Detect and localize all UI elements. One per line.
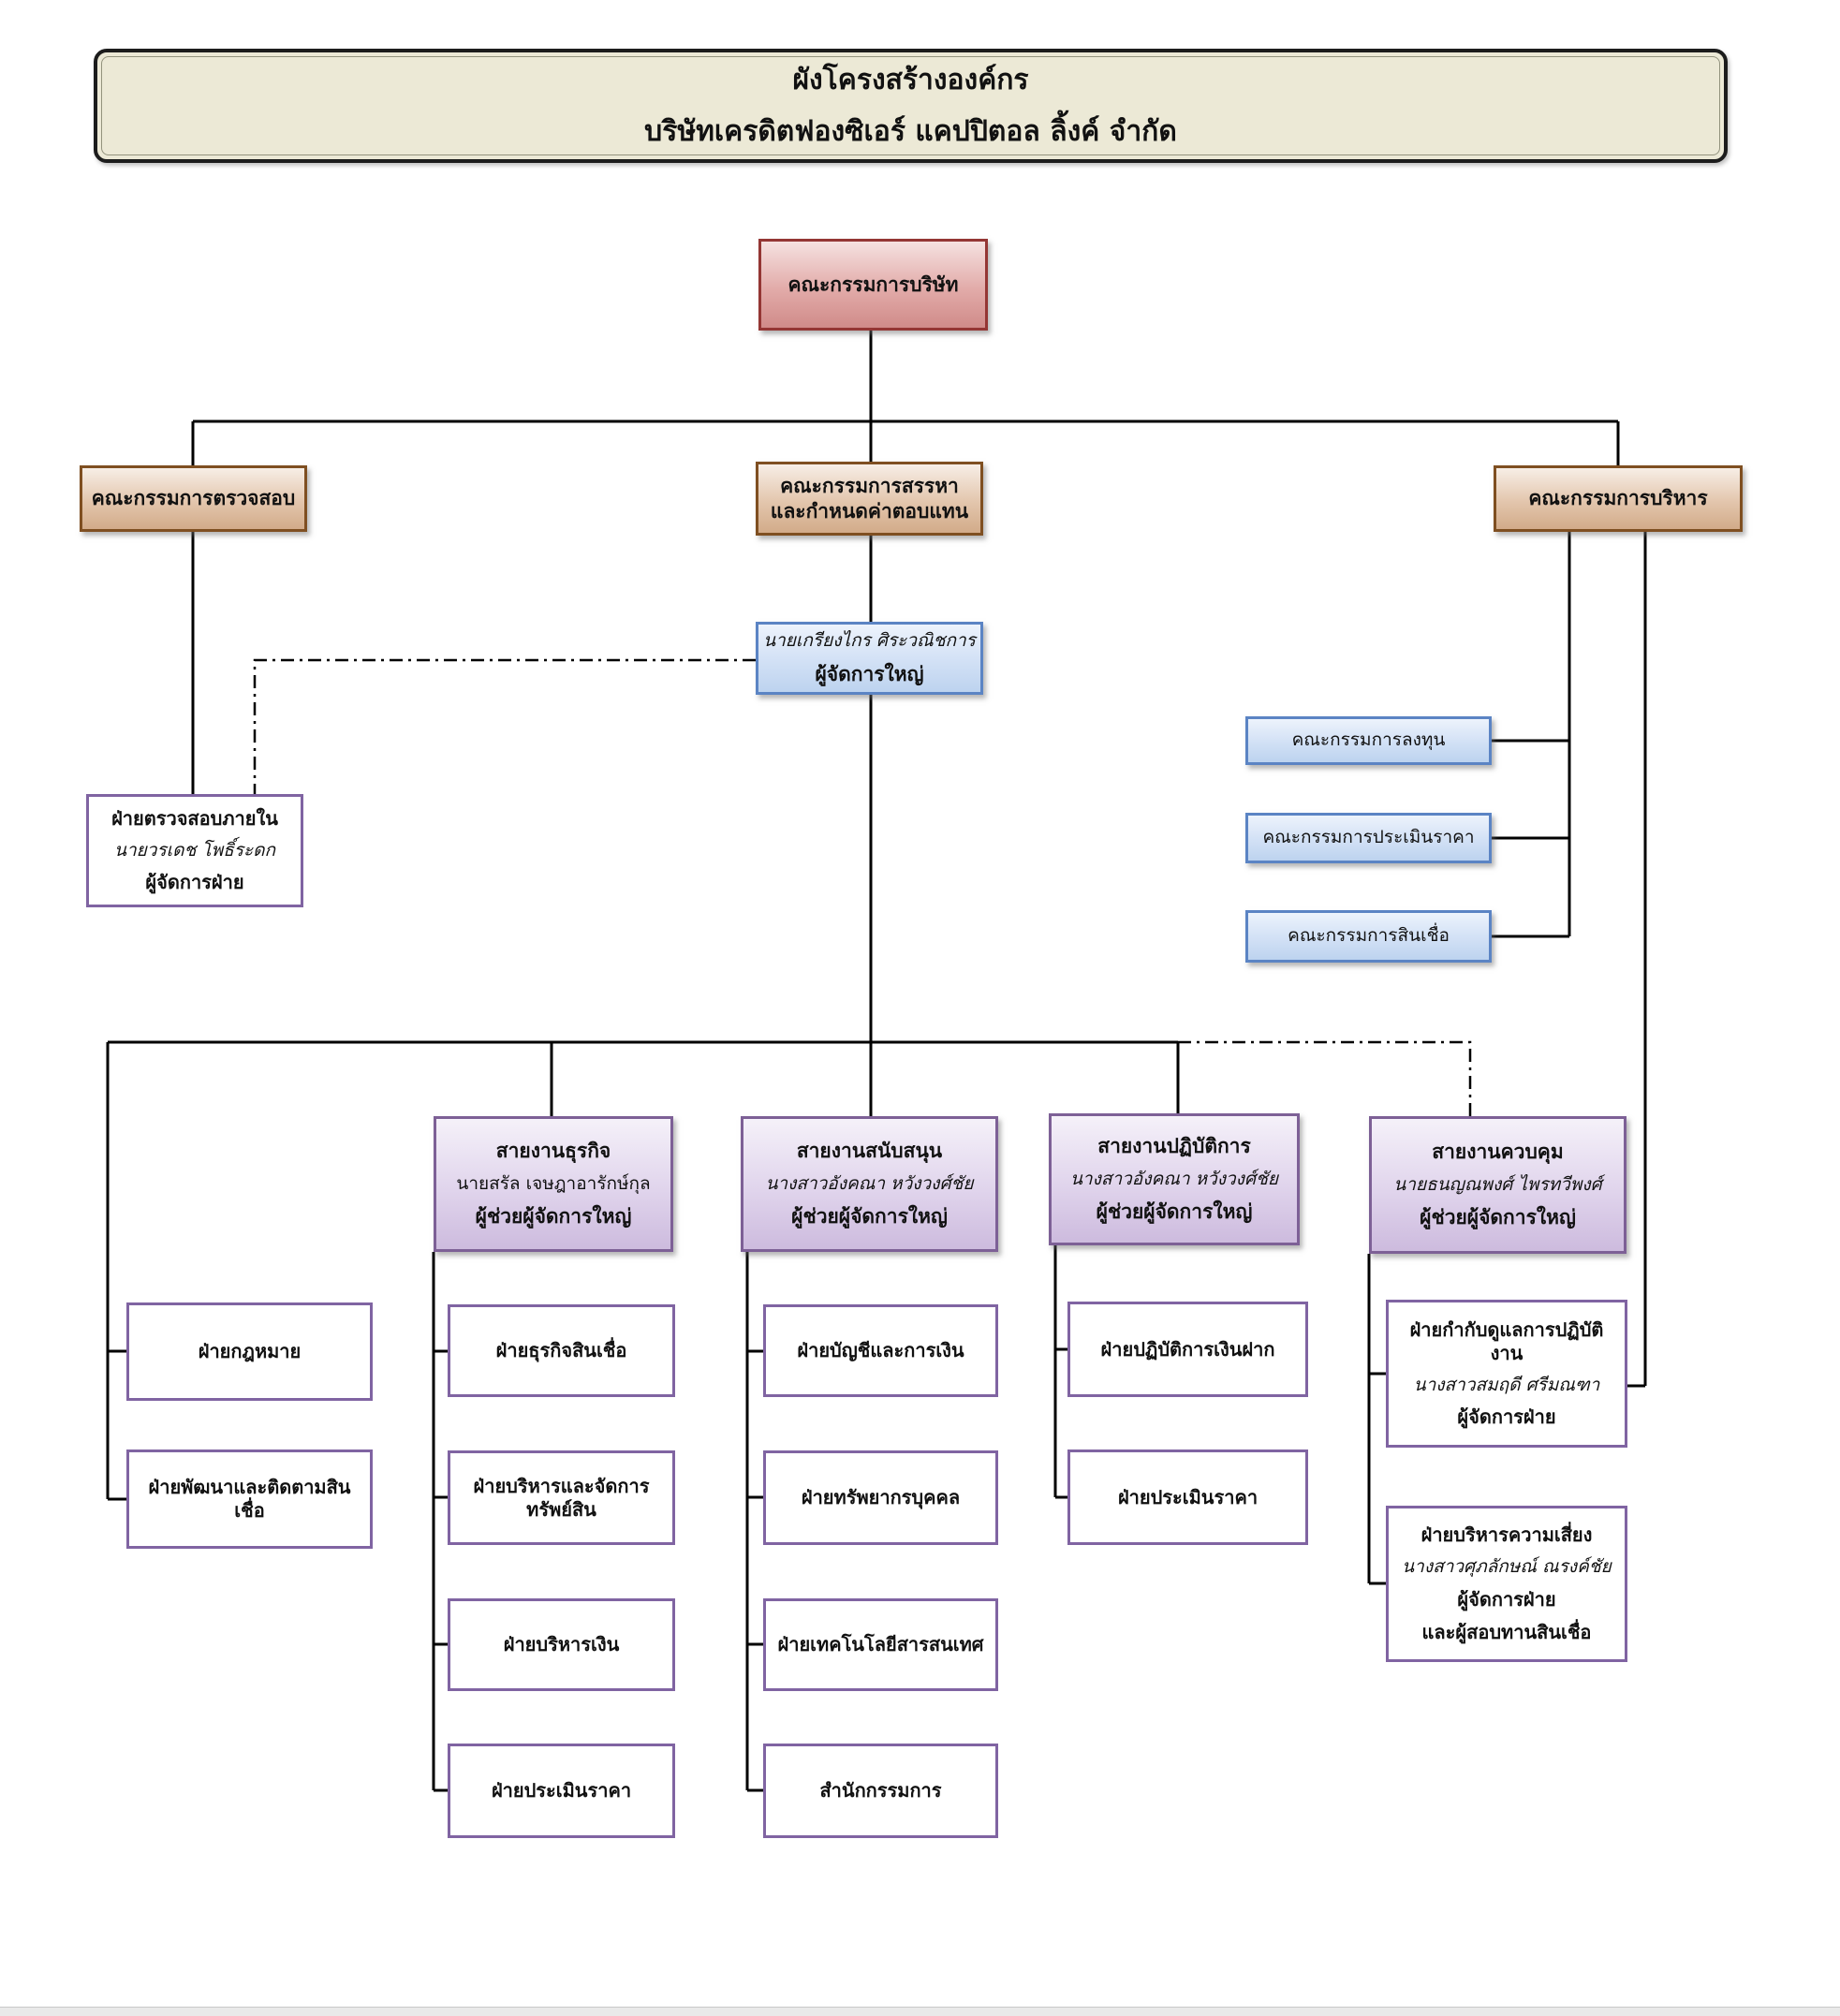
node-label: คณะกรรมการบริหาร	[1528, 487, 1708, 510]
node-label-line2: และกำหนดค่าตอบแทน	[770, 499, 969, 522]
node-label: สำนักกรรมการ	[819, 1779, 942, 1802]
node-label: ฝ่ายประเมินราคา	[1117, 1485, 1259, 1508]
person-name: นายธนญณพงศ์ ไพรทวีพงศ์	[1393, 1173, 1602, 1195]
node-label: ฝ่ายทรัพยากรบุคคล	[801, 1486, 961, 1508]
node-label: คณะกรรมการตรวจสอบ	[91, 487, 296, 510]
node-control-division: สายงานควบคุม นายธนญณพงศ์ ไพรทวีพงศ์ ผู้ช…	[1369, 1116, 1627, 1254]
node-label-line1: ฝ่ายบริหารและจัดการ	[473, 1474, 650, 1497]
node-label-line1: คณะกรรมการสรรหา	[780, 475, 959, 498]
chart-title-inner: ผังโครงสร้างองค์กร บริษัทเครดิตฟองซิเอร์…	[101, 56, 1720, 155]
node-credit-development-dept: ฝ่ายพัฒนาและติดตามสินเชื่อ	[126, 1449, 373, 1549]
node-label: คณะกรรมการบริษัท	[788, 272, 959, 296]
node-risk-management-dept: ฝ่ายบริหารความเสี่ยง นางสาวศุภลักษณ์ ณรง…	[1386, 1506, 1627, 1662]
person-name: นางสาวอังคณา หวังวงศ์ชัย	[1069, 1168, 1279, 1189]
page-bottom-edge	[0, 2007, 1840, 2016]
person-name: นายวรเดช โพธิ์ระดก	[113, 839, 275, 861]
dept-name: สายงานปฏิบัติการ	[1097, 1135, 1251, 1158]
node-label: ฝ่ายเทคโนโลยีสารสนเทศ	[777, 1633, 984, 1655]
node-compliance-dept: ฝ่ายกำกับดูแลการปฏิบัติงาน นางสาวสมฤดี ศ…	[1386, 1300, 1627, 1448]
person-title: ผู้จัดการฝ่าย	[1457, 1405, 1556, 1429]
node-label: ฝ่ายปฏิบัติการเงินฝาก	[1100, 1337, 1275, 1361]
node-support-division: สายงานสนับสนุน นางสาวอังคณา หวังวงศ์ชัย …	[741, 1116, 998, 1252]
node-label: คณะกรรมการสินเชื่อ	[1288, 925, 1450, 947]
node-label: ฝ่ายกฎหมาย	[198, 1340, 302, 1362]
node-deposit-operations-dept: ฝ่ายปฏิบัติการเงินฝาก	[1067, 1302, 1308, 1397]
dept-name: สายงานควบคุม	[1432, 1140, 1564, 1164]
node-label: ฝ่ายธุรกิจสินเชื่อ	[495, 1339, 627, 1361]
node-nomination-committee: คณะกรรมการสรรหา และกำหนดค่าตอบแทน	[756, 462, 983, 536]
node-executive-committee: คณะกรรมการบริหาร	[1494, 465, 1743, 532]
person-title: ผู้ช่วยผู้จัดการใหญ่	[791, 1205, 948, 1229]
person-title: ผู้ช่วยผู้จัดการใหญ่	[475, 1205, 632, 1229]
person-name: นางสาวสมฤดี ศรีมณฑา	[1413, 1374, 1600, 1395]
dept-name: สายงานธุรกิจ	[495, 1140, 611, 1163]
node-audit-committee: คณะกรรมการตรวจสอบ	[80, 465, 307, 532]
node-credit-business-dept: ฝ่ายธุรกิจสินเชื่อ	[448, 1304, 675, 1397]
node-treasury-dept: ฝ่ายบริหารเงิน	[448, 1598, 675, 1691]
node-label: คณะกรรมการประเมินราคา	[1262, 827, 1475, 848]
node-label: ฝ่ายบัญชีและการเงิน	[797, 1339, 964, 1361]
node-appraisal-dept-business: ฝ่ายประเมินราคา	[448, 1744, 675, 1838]
node-board-office: สำนักกรรมการ	[763, 1744, 998, 1838]
dept-name: สายงานสนับสนุน	[796, 1140, 943, 1163]
person-name: นายสรัล เจษฎาอารักษ์กุล	[456, 1172, 651, 1194]
chart-title-line2: บริษัทเครดิตฟองซิเอร์ แคปปิตอล ลิ้งค์ จำ…	[644, 115, 1177, 148]
person-title: ผู้จัดการใหญ่	[815, 662, 924, 685]
node-business-division: สายงานธุรกิจ นายสรัล เจษฎาอารักษ์กุล ผู้…	[434, 1116, 673, 1252]
person-title: ผู้จัดการฝ่าย	[1457, 1587, 1556, 1611]
node-human-resources-dept: ฝ่ายทรัพยากรบุคคล	[763, 1450, 998, 1545]
dept-name: ฝ่ายกำกับดูแลการปฏิบัติงาน	[1409, 1317, 1604, 1364]
person-title-line2: และผู้สอบทานสินเชื่อ	[1421, 1620, 1592, 1643]
node-label: ฝ่ายพัฒนาและติดตามสินเชื่อ	[148, 1476, 351, 1522]
person-title: ผู้จัดการฝ่าย	[145, 871, 244, 894]
node-legal-dept: ฝ่ายกฎหมาย	[126, 1302, 373, 1401]
node-internal-audit-dept: ฝ่ายตรวจสอบภายใน นายวรเดช โพธิ์ระดก ผู้จ…	[86, 794, 303, 907]
node-accounting-finance-dept: ฝ่ายบัญชีและการเงิน	[763, 1304, 998, 1397]
node-label: ฝ่ายบริหารเงิน	[503, 1633, 620, 1655]
person-title: ผู้ช่วยผู้จัดการใหญ่	[1096, 1200, 1253, 1224]
node-label-line2: ทรัพย์สิน	[526, 1497, 596, 1521]
chart-title-line1: ผังโครงสร้างองค์กร	[792, 64, 1029, 96]
node-information-technology-dept: ฝ่ายเทคโนโลยีสารสนเทศ	[763, 1598, 998, 1691]
node-label: ฝ่ายประเมินราคา	[491, 1779, 632, 1802]
node-investment-committee: คณะกรรมการลงทุน	[1245, 716, 1492, 765]
person-name: นายเกรียงไกร ศิระวณิชการ	[763, 630, 976, 651]
node-credit-committee: คณะกรรมการสินเชื่อ	[1245, 910, 1492, 963]
node-label: คณะกรรมการลงทุน	[1291, 729, 1446, 751]
node-asset-management-dept: ฝ่ายบริหารและจัดการ ทรัพย์สิน	[448, 1450, 675, 1545]
dept-name: ฝ่ายบริหารความเสี่ยง	[1420, 1523, 1593, 1547]
node-appraisal-dept-operations: ฝ่ายประเมินราคา	[1067, 1449, 1308, 1545]
person-name: นางสาวอังคณา หวังวงศ์ชัย	[765, 1172, 974, 1194]
node-board-of-directors: คณะกรรมการบริษัท	[758, 239, 988, 331]
node-operations-division: สายงานปฏิบัติการ นางสาวอังคณา หวังวงศ์ชั…	[1049, 1113, 1300, 1245]
dept-name: ฝ่ายตรวจสอบภายใน	[111, 806, 278, 830]
person-title: ผู้ช่วยผู้จัดการใหญ่	[1420, 1206, 1576, 1229]
person-name: นางสาวศุภลักษณ์ ณรงค์ชัย	[1402, 1556, 1612, 1578]
node-appraisal-committee: คณะกรรมการประเมินราคา	[1245, 813, 1492, 863]
chart-title-box: ผังโครงสร้างองค์กร บริษัทเครดิตฟองซิเอร์…	[94, 49, 1728, 163]
node-general-manager: นายเกรียงไกร ศิระวณิชการ ผู้จัดการใหญ่	[756, 622, 983, 695]
